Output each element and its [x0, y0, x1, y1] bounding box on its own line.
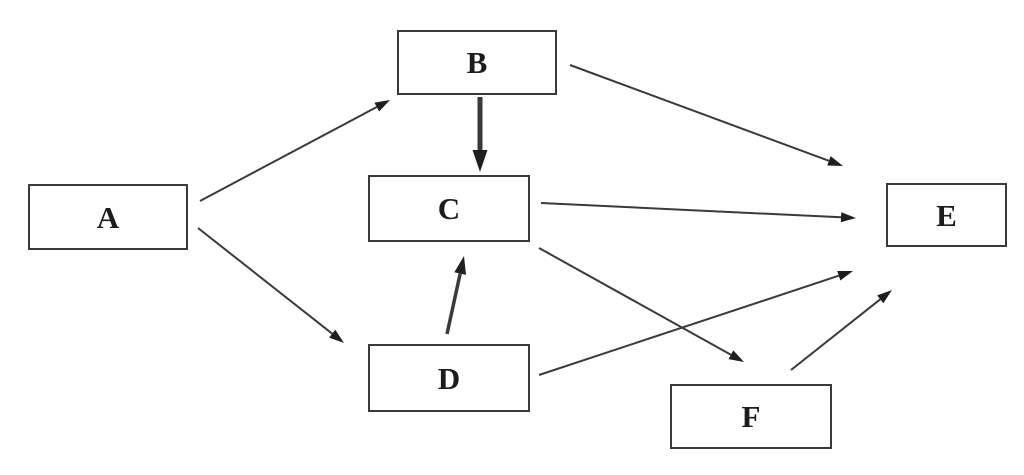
- edge-D-E-arrowhead: [837, 270, 853, 281]
- node-C: C: [368, 175, 530, 242]
- node-label: F: [741, 399, 761, 434]
- node-E: E: [886, 183, 1007, 247]
- node-label: E: [936, 197, 957, 233]
- edge-D-E-line: [538, 274, 840, 376]
- edge-C-F-line: [538, 247, 732, 356]
- edge-C-F-arrowhead: [728, 350, 744, 362]
- edge-B-E-line: [569, 64, 830, 162]
- node-label: B: [466, 45, 488, 80]
- edge-C-E-line: [540, 202, 842, 219]
- node-label: A: [96, 199, 120, 235]
- node-D: D: [368, 344, 530, 412]
- edge-A-D-arrowhead: [329, 329, 344, 343]
- edge-D-C-line: [445, 273, 462, 335]
- node-label: C: [437, 191, 461, 226]
- edge-C-E-arrowhead: [840, 212, 856, 223]
- edge-A-B-arrowhead: [374, 100, 390, 112]
- edge-D-C-arrowhead: [454, 256, 467, 275]
- node-label: D: [437, 360, 461, 396]
- node-A: A: [28, 184, 188, 250]
- edge-B-E-arrowhead: [827, 156, 843, 166]
- node-F: F: [670, 384, 832, 449]
- edge-F-E-line: [790, 298, 881, 371]
- edge-B-C-arrowhead: [472, 150, 488, 172]
- edge-A-B-line: [199, 106, 378, 202]
- edge-A-D-line: [197, 227, 333, 335]
- node-B: B: [397, 30, 557, 95]
- edge-F-E-arrowhead: [877, 290, 892, 304]
